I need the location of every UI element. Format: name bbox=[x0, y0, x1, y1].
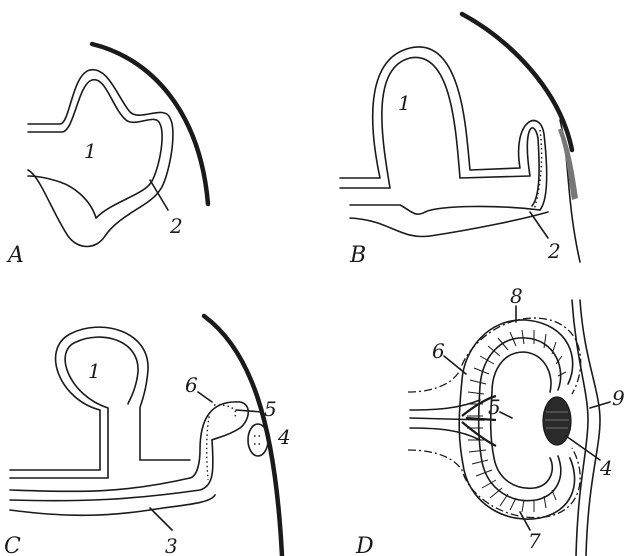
panel-c-leader-5 bbox=[236, 410, 262, 412]
panel-b-surface-ectoderm bbox=[462, 14, 572, 150]
panel-c-dotted-layer bbox=[207, 405, 236, 480]
panel-c-letter: C bbox=[4, 534, 21, 556]
panel-d: 4 5 6 7 8 9 D bbox=[355, 284, 625, 556]
panel-a-letter: A bbox=[6, 243, 24, 268]
panel-c-optic-stalk-base bbox=[10, 495, 215, 515]
panel-b: 1 2 B bbox=[340, 14, 580, 268]
panel-c-label-6: 6 bbox=[185, 373, 198, 397]
panel-d-label-8: 8 bbox=[510, 284, 523, 308]
panel-d-label-6: 6 bbox=[432, 339, 445, 363]
panel-a-outer-outline bbox=[28, 70, 173, 247]
panel-b-label-1: 1 bbox=[398, 91, 411, 115]
panel-d-letter: D bbox=[355, 534, 374, 556]
panel-c-label-4: 4 bbox=[277, 425, 291, 449]
panel-a-label-1: 1 bbox=[84, 139, 97, 163]
panel-d-leader-9 bbox=[590, 402, 610, 408]
panel-b-letter: B bbox=[349, 243, 366, 268]
panel-c-lens-vesicle bbox=[248, 424, 268, 456]
panel-d-optic-stalk-bottom bbox=[410, 428, 480, 440]
panel-d-leader-4 bbox=[566, 436, 600, 460]
panel-b-label-2: 2 bbox=[547, 239, 561, 263]
panel-d-label-5: 5 bbox=[488, 395, 501, 419]
panel-b-vesicle-inner bbox=[340, 57, 539, 206]
panel-b-lower-outline bbox=[350, 205, 540, 214]
panel-d-lens bbox=[543, 397, 571, 445]
panel-c-surface-ectoderm bbox=[204, 316, 282, 556]
panel-a-leader-2 bbox=[150, 180, 168, 210]
panel-b-leader-2 bbox=[530, 212, 548, 238]
panel-d-surface-inner bbox=[572, 300, 588, 556]
panel-d-optic-stalk-top bbox=[410, 400, 480, 410]
panel-a-label-2: 2 bbox=[169, 214, 183, 238]
panel-c-label-5: 5 bbox=[264, 397, 277, 421]
panel-c-label-1: 1 bbox=[88, 359, 101, 383]
panel-c: 1 3 4 5 6 C bbox=[4, 316, 291, 556]
panel-d-label-7: 7 bbox=[528, 529, 541, 553]
panel-c-leader-3 bbox=[150, 508, 172, 530]
panel-d-label-4: 4 bbox=[599, 456, 613, 480]
panel-c-vesicle-outer bbox=[10, 327, 190, 470]
panel-d-leader-5 bbox=[500, 412, 512, 418]
panel-d-leader-6 bbox=[444, 356, 466, 374]
panel-d-label-9: 9 bbox=[612, 386, 625, 410]
panel-c-lens-vesicle-dots bbox=[254, 436, 262, 444]
panel-d-surface-outer bbox=[580, 300, 600, 556]
panel-c-vesicle-inner bbox=[10, 337, 138, 478]
panel-c-label-3: 3 bbox=[165, 534, 178, 556]
panel-d-leader-7 bbox=[520, 512, 530, 530]
panel-b-lower-outline-2 bbox=[350, 212, 548, 237]
panel-b-vesicle-outer bbox=[340, 47, 547, 210]
panel-c-leader-6 bbox=[198, 392, 212, 402]
panel-a: 1 2 A bbox=[6, 44, 208, 268]
